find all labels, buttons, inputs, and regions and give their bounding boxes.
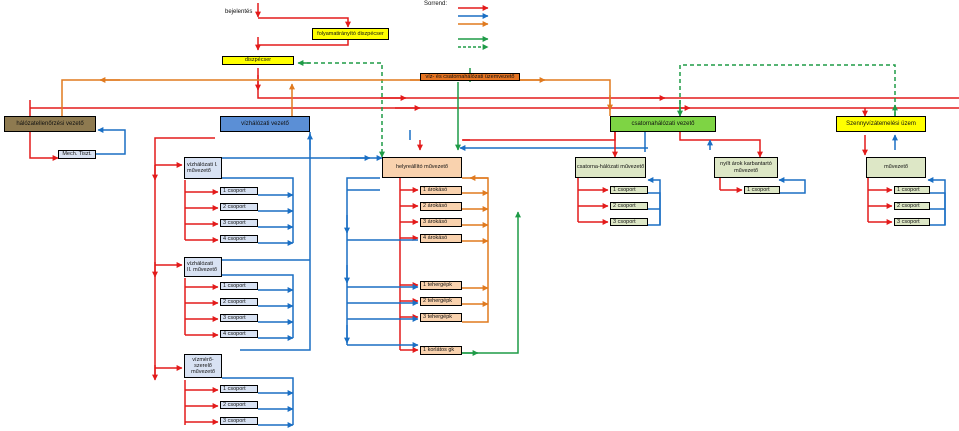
pump-group-2: 2 csoport: [894, 202, 930, 210]
restoration-links: [344, 130, 521, 356]
network-base-manager-box: hálózatellenőrzési vezető: [4, 116, 96, 132]
meter-group-1: 1 csoport: [220, 385, 258, 393]
truck-1: 1 tehergépk: [420, 281, 462, 290]
water2-group-2: 2 csoport: [220, 298, 258, 306]
sewer-tree: [459, 132, 806, 226]
restricted-vehicle: 1 korlátos gk: [420, 346, 462, 355]
truck-2: 2 tehergépk: [420, 297, 462, 306]
water2-group-3: 3 csoport: [220, 314, 258, 322]
ditcher-3: 3 árokásó: [420, 218, 462, 227]
meter-foreman-box: vízmérő-szerelő művezető: [184, 354, 222, 378]
meter-group-3: 3 csoport: [220, 417, 258, 425]
water2-links: [184, 274, 294, 341]
water-foreman-2-box: vízhálózati II. művezető: [184, 257, 222, 277]
dispatcher-box: diszpécser: [222, 56, 294, 65]
base-manager-links: [29, 127, 126, 161]
water1-group-2: 2 csoport: [220, 203, 258, 211]
process-dispatcher-box: folyamatirányító diszpécser: [312, 28, 389, 40]
water-network-manager-box: vízhálózati vezető: [220, 116, 310, 132]
sewer-group-1: 1 csoport: [610, 186, 648, 194]
water1-group-3: 3 csoport: [220, 219, 258, 227]
meter-group-2: 2 csoport: [220, 401, 258, 409]
ditcher-4: 4 árokásó: [420, 234, 462, 243]
legend: [458, 5, 489, 50]
top-flow: [29, 3, 959, 158]
water-foreman-1-box: vízhálózati I. művezető: [184, 157, 222, 179]
pump-tree: [862, 134, 946, 226]
ditcher-1: 1 árokásó: [420, 186, 462, 195]
reporting-label: bejelentés: [225, 9, 253, 15]
water2-group-4: 4 csoport: [220, 330, 258, 338]
mech-tech-box: Mech. Tiszt.: [58, 150, 96, 159]
truck-3: 3 tehergépk: [420, 313, 462, 322]
order-label: Sorrend:: [424, 1, 448, 7]
pump-group-1: 1 csoport: [894, 186, 930, 194]
pump-group-3: 3 csoport: [894, 218, 930, 226]
restoration-manager-box: helyreállító művezető: [382, 157, 462, 178]
ditcher-2: 2 árokásó: [420, 202, 462, 211]
water1-group-1: 1 csoport: [220, 187, 258, 195]
sewer-foreman-box: csatorna-hálózati művezető: [575, 157, 646, 178]
ditch-foreman-box: nyílt árok karbantartó művezető: [714, 157, 778, 178]
water1-group-4: 4 csoport: [220, 235, 258, 243]
water-tree: [152, 132, 383, 381]
ditch-group-1: 1 csoport: [744, 186, 780, 194]
pump-foreman-box: művezető: [866, 157, 926, 178]
plant-manager-box: víz- és csatornahálózati üzemvezető: [420, 73, 520, 81]
sewer-group-3: 3 csoport: [610, 218, 648, 226]
sewer-group-2: 2 csoport: [610, 202, 648, 210]
sewer-network-manager-box: csatornahálózati vezető: [610, 116, 716, 132]
water1-links: [184, 177, 294, 246]
wastewater-plant-box: Szennyvízátemelési üzem: [836, 116, 926, 132]
meter-links: [184, 377, 294, 428]
water2-group-1: 1 csoport: [220, 282, 258, 290]
